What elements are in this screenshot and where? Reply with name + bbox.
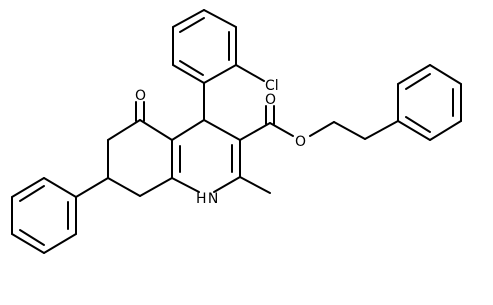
ester-ether-oxygen-label: O [295,134,306,150]
ring-nitrogen-label: H N [196,191,218,207]
methyl-bond [239,176,271,194]
c-cl-bond [235,64,265,82]
chlorophenyl-ring [172,9,237,84]
atom-labels: Cl O O O H N [135,78,306,207]
c7-phenyl-ring [11,177,77,254]
chlorine-label: Cl [265,78,279,94]
ester-group [239,105,399,141]
ketone-oxygen-label: O [135,88,146,104]
cyclohexanone-ring [107,119,173,197]
ester-carbonyl-oxygen-label: O [265,92,276,108]
phenethyl-phenyl-ring [397,64,462,141]
dihydropyridine-ring [171,119,241,193]
c7-phenyl-bond [75,177,109,198]
